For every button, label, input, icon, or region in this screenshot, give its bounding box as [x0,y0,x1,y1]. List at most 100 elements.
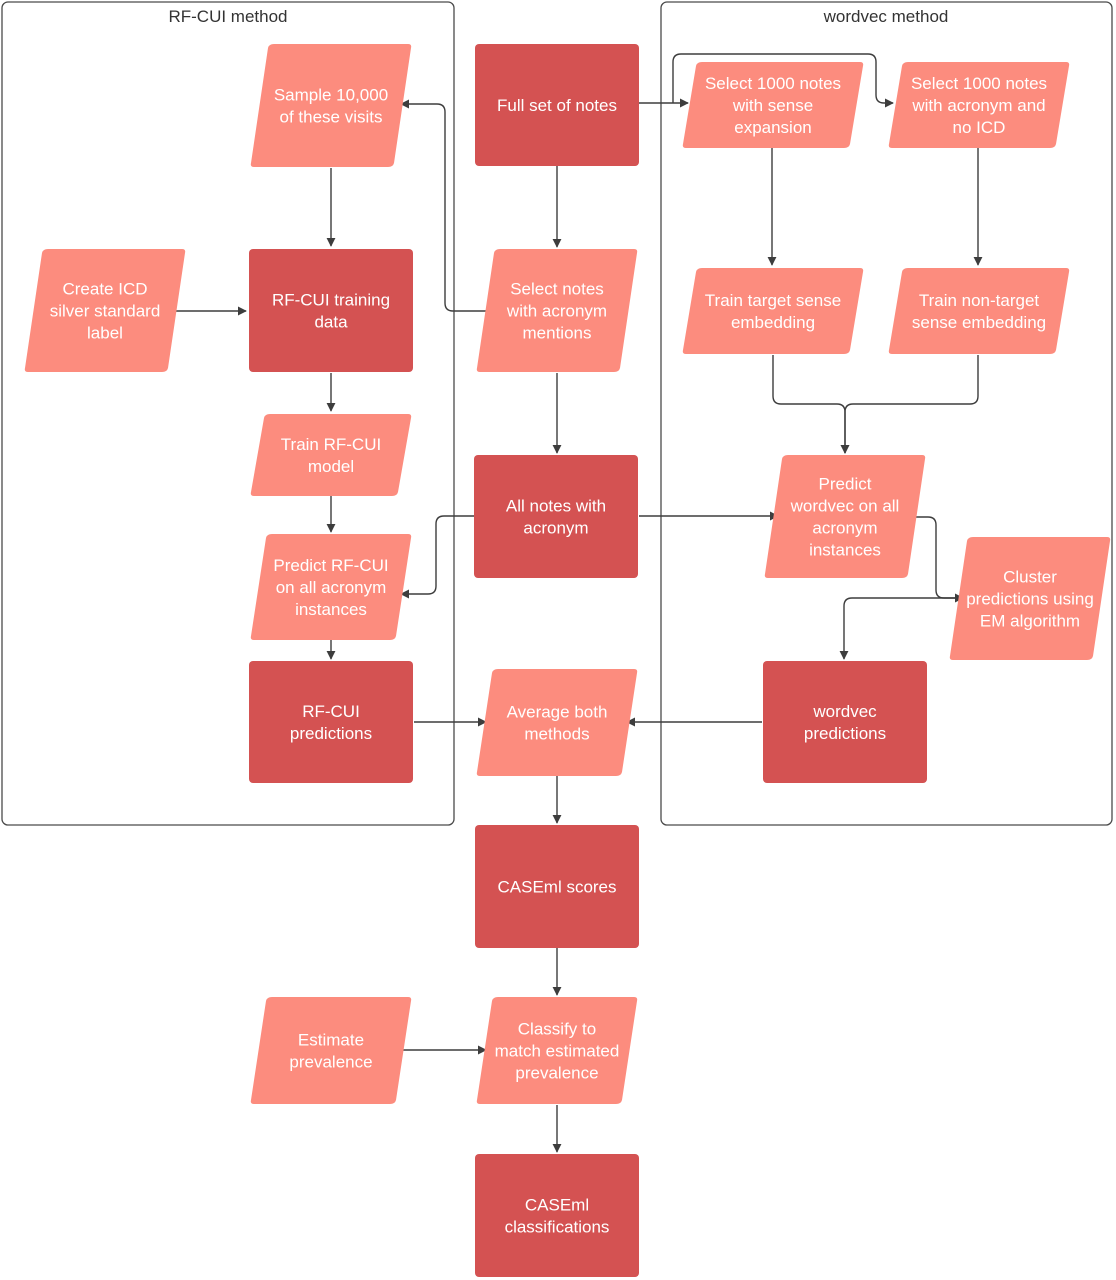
node-label-line: Create ICD [62,280,147,299]
node-label-line: EM algorithm [980,612,1080,631]
node-label-line: Sample 10,000 [274,86,388,105]
node-label-line: CASEml [525,1196,589,1215]
node-select-sense: Select 1000 notes with sense expansion [682,62,864,148]
node-label-line: Estimate [298,1031,364,1050]
data-parallelogram [476,997,638,1104]
nodes: Full set of notes Sample 10,000 of these v… [24,44,1111,1277]
node-label-line: Full set of notes [497,96,617,115]
process-box [249,661,413,783]
data-parallelogram [250,414,412,496]
node-label-line: Select 1000 notes [705,74,841,93]
process-box [475,44,639,166]
node-cluster: Cluster predictions using EM algorithm [949,537,1111,660]
node-train-rfcui: Train RF-CUI model [250,414,412,496]
node-train-target: Train target sense embedding [682,268,864,354]
node-sample-visits: Sample 10,000 of these visits [250,44,412,167]
node-select-noicd: Select 1000 notes with acronym and no ICD [888,62,1070,148]
node-label-line: wordvec on all [790,497,900,516]
node-label-line: prevalence [515,1064,598,1083]
edge-train-target-to-predict-wordvec [772,355,850,454]
node-label-line: predictions using [966,590,1094,609]
node-label-line: of these visits [280,108,383,127]
data-parallelogram [888,62,1070,148]
node-label-line: Classify to [518,1020,596,1039]
node-label-line: label [87,324,123,343]
node-label-line: match estimated [495,1042,620,1061]
wordvec-method-title: wordvec method [823,7,949,26]
node-label-line: Train target sense [705,291,841,310]
data-parallelogram [682,268,864,354]
data-parallelogram [949,537,1111,660]
node-predict-rfcui: Predict RF-CUI on all acronym instances [250,534,412,640]
edge-all-notes-to-predict-rfcui [400,515,474,599]
edges [168,53,983,1153]
data-parallelogram [476,669,638,776]
node-label-line: with acronym and [911,96,1045,115]
node-label-line: acronym [523,519,588,538]
node-label-line: with acronym [506,302,607,321]
node-label-line: classifications [505,1218,610,1237]
edge-full-notes-to-select-noicd [672,53,894,108]
node-label-line: predictions [804,724,886,743]
node-caseml-class: CASEml classifications [475,1154,639,1277]
node-full-notes: Full set of notes [475,44,639,166]
node-label-line: wordvec [812,702,877,721]
node-label-line: CASEml scores [497,878,616,897]
node-label-line: predictions [290,724,372,743]
node-label-line: no ICD [953,118,1006,137]
node-label-line: Average both [507,703,608,722]
wordvec-method-group [660,1,1113,826]
node-label-line: Predict RF-CUI [273,556,388,575]
rfcui-method-title: RF-CUI method [168,7,287,26]
node-label-line: mentions [523,324,592,343]
process-box [763,661,927,783]
edge-predict-wordvec-to-cluster [910,516,964,603]
node-classify: Classify to match estimated prevalence [476,997,638,1104]
node-select-mentions: Select notes with acronym mentions [476,249,638,372]
node-label-line: acronym [812,519,877,538]
data-parallelogram [682,62,864,148]
node-label-line: RF-CUI training [272,291,390,310]
node-label-line: Select notes [510,280,604,299]
data-parallelogram [250,997,412,1104]
node-label-line: instances [295,600,367,619]
node-label-line: sense embedding [912,313,1046,332]
node-label-line: Train RF-CUI [281,435,381,454]
rfcui-method-group [1,1,455,826]
node-label-line: Train non-target [919,291,1040,310]
data-parallelogram [24,249,186,372]
node-all-notes: All notes with acronym [474,455,638,578]
node-wordvec-predictions: wordvec predictions [763,661,927,783]
node-caseml-scores: CASEml scores [475,825,639,948]
node-label-line: RF-CUI [302,702,360,721]
process-box [475,1154,639,1277]
edge-select-mentions-to-sample [400,99,492,312]
node-create-icd: Create ICD silver standard label [24,249,186,372]
node-train-nontarget: Train non-target sense embedding [888,268,1070,354]
node-label-line: Select 1000 notes [911,74,1047,93]
node-label-line: prevalence [289,1053,372,1072]
data-parallelogram [476,249,638,372]
data-parallelogram [250,44,412,167]
node-label-line: All notes with [506,497,606,516]
node-label-line: Cluster [1003,568,1057,587]
process-box [474,455,638,578]
node-rfcui-predictions: RF-CUI predictions [249,661,413,783]
node-average: Average both methods [476,669,638,776]
node-label-line: embedding [731,313,815,332]
node-label-line: methods [524,725,589,744]
node-label-line: on all acronym [276,578,387,597]
process-box [475,825,639,948]
data-parallelogram [888,268,1070,354]
data-parallelogram [250,534,412,640]
node-label-line: model [308,457,354,476]
edge-train-nontarget-to-predict-wordvec [840,355,979,454]
process-box [249,249,413,372]
node-label-line: with sense [732,96,813,115]
node-label-line: expansion [734,118,812,137]
edge-cluster-to-wordvec-predictions [839,597,963,660]
node-label-line: silver standard [50,302,161,321]
